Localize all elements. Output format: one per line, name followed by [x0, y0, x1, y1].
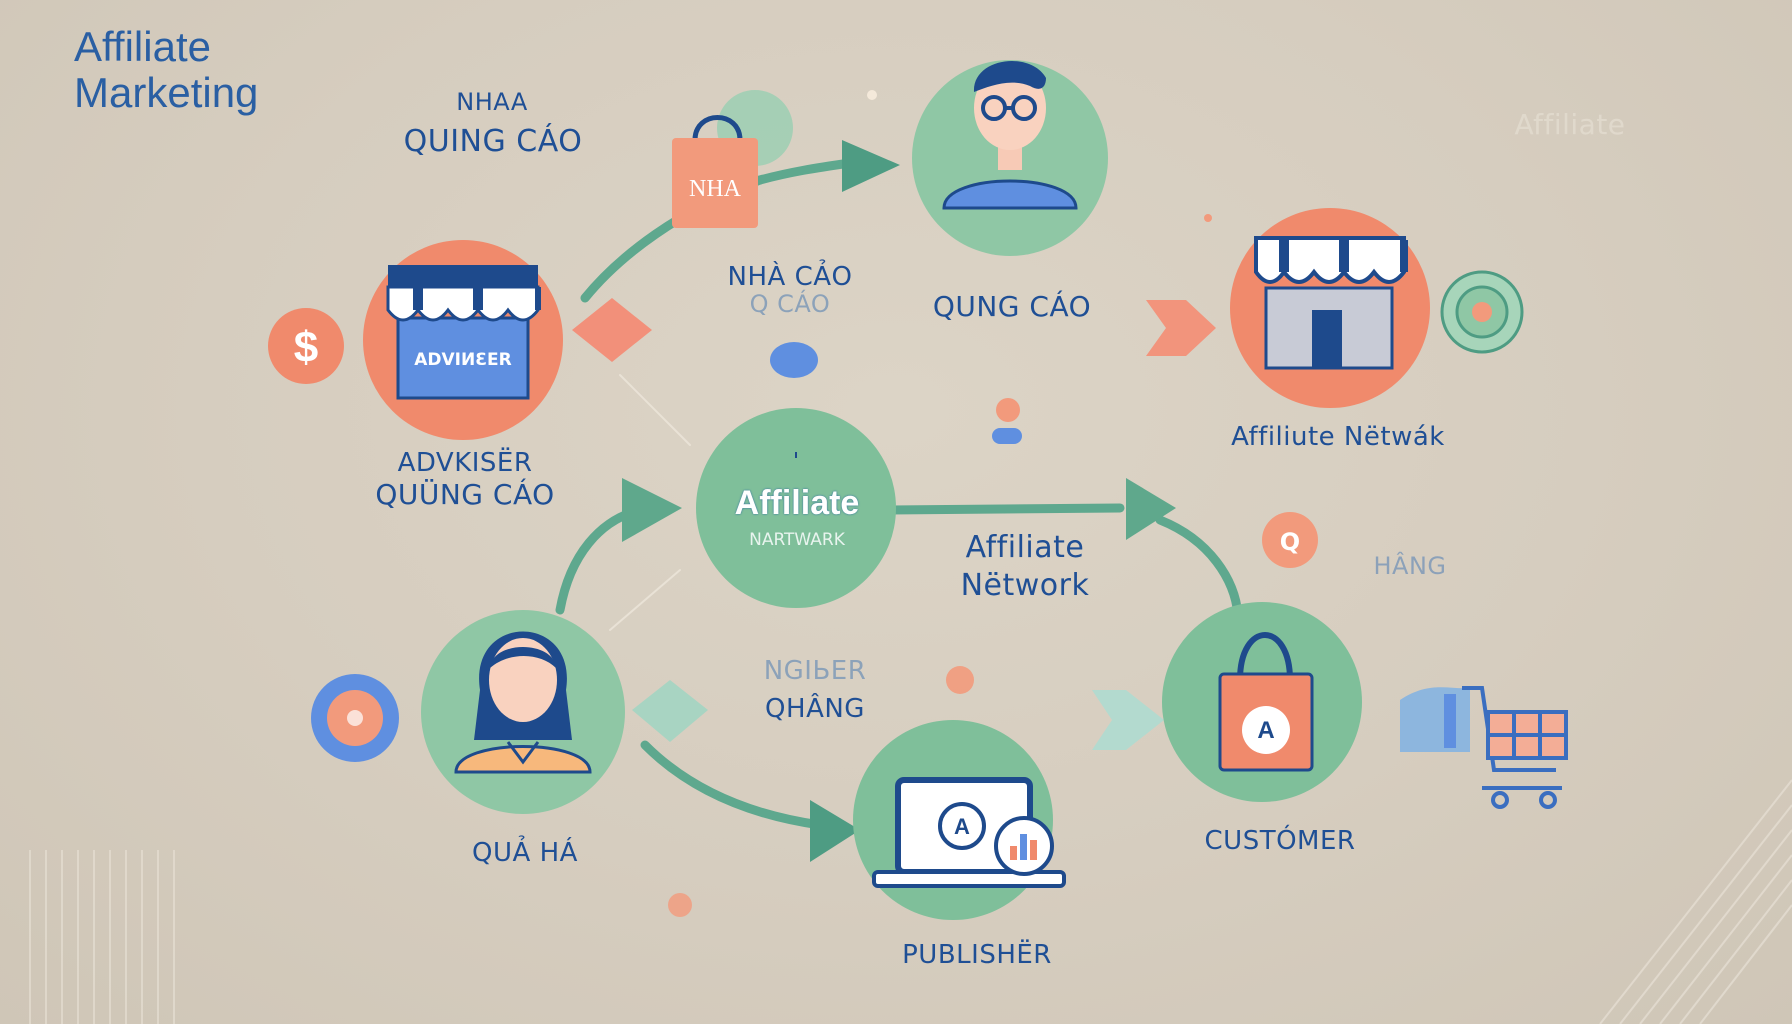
- storefront-icon: ADVIИƐER: [363, 240, 563, 440]
- blue-dot-icon: [668, 90, 1318, 917]
- mid-upper-label-1: NHÀ CẢO: [727, 262, 853, 292]
- arrow-icon: [1126, 478, 1176, 540]
- shop-icon: [1230, 208, 1430, 408]
- bag-tag: NHA: [689, 176, 742, 202]
- hang-label: HÂNG: [1373, 552, 1447, 580]
- affiliate-network-right-label: Affiliute Nëtwák: [1231, 422, 1445, 452]
- title-line-2: Marketing: [74, 69, 259, 116]
- arrow-icon: [632, 680, 708, 742]
- connector-left-down: [640, 740, 825, 830]
- shopping-bag-icon: A: [1162, 602, 1362, 802]
- mid-upper-label-2: Q CÁO: [749, 290, 831, 318]
- advertiser-label-2: QUÜNG CÁO: [375, 478, 555, 511]
- arrow-icon: [810, 800, 860, 862]
- arrow-icon: [1146, 300, 1216, 356]
- hatch-decoration-left: [29, 850, 175, 1024]
- arrowheads: [572, 140, 1216, 862]
- dollar-sign: $: [294, 323, 318, 372]
- top-left-label-1: NHAA: [456, 88, 528, 116]
- connector-diag: [619, 374, 691, 446]
- publisher-label: PUBLISHËR: [902, 940, 1052, 970]
- dollar-icon: $: [268, 308, 344, 384]
- connector-upper: [755, 158, 855, 185]
- hatch-decoration-right: [1599, 779, 1792, 1024]
- nguoi-label-2: QHÂNG: [765, 694, 865, 724]
- affiliate-network-mid-label-2: Nëtwork: [960, 568, 1090, 603]
- affiliate-network-mid-label-1: Affiliate: [965, 530, 1085, 565]
- target-icon: [311, 674, 399, 762]
- faint-top-right-label: Affiliate: [1514, 108, 1626, 141]
- arrow-icon: [1092, 690, 1164, 750]
- nguoi-label-1: NGIЬЕR: [763, 656, 867, 686]
- right-upper-label: QUNG CÁO: [932, 290, 1092, 323]
- center-subtitle: NARTWARK: [749, 530, 845, 550]
- arrow-icon: [622, 478, 682, 542]
- affiliate-network-hub: [696, 408, 896, 608]
- laptop-a: A: [954, 814, 970, 839]
- woman-avatar-icon: [421, 610, 625, 814]
- center-title: Affiliate: [734, 484, 860, 522]
- top-left-label-2: QUING CÁO: [403, 124, 583, 159]
- target-icon: [1440, 270, 1524, 354]
- laptop-icon: A: [853, 720, 1066, 920]
- qua-ha-label: QUẢ HÁ: [472, 838, 578, 868]
- advertiser-label-1: ADVKISËR: [397, 448, 533, 478]
- shopping-bag-icon: NHA: [672, 90, 793, 228]
- small-q: Q: [1280, 528, 1300, 556]
- title-line-1: Affiliate: [74, 23, 211, 70]
- customer-label: CUSTÓMER: [1204, 826, 1356, 856]
- cart-icon: [1462, 686, 1568, 809]
- man-avatar-icon: [912, 60, 1108, 256]
- connectors: [555, 158, 1243, 830]
- page-title: Affiliate Marketing: [74, 24, 258, 116]
- arrow-icon: [842, 140, 900, 192]
- advertiser-sign: ADVIИƐER: [414, 350, 512, 370]
- connector-center-right: [885, 503, 1125, 515]
- bar-chart-icon: [1400, 687, 1470, 752]
- connector-diag-2: [609, 569, 681, 631]
- arrow-icon: [572, 298, 652, 362]
- bag-a: A: [1257, 717, 1274, 744]
- connector-right-down: [1155, 515, 1243, 620]
